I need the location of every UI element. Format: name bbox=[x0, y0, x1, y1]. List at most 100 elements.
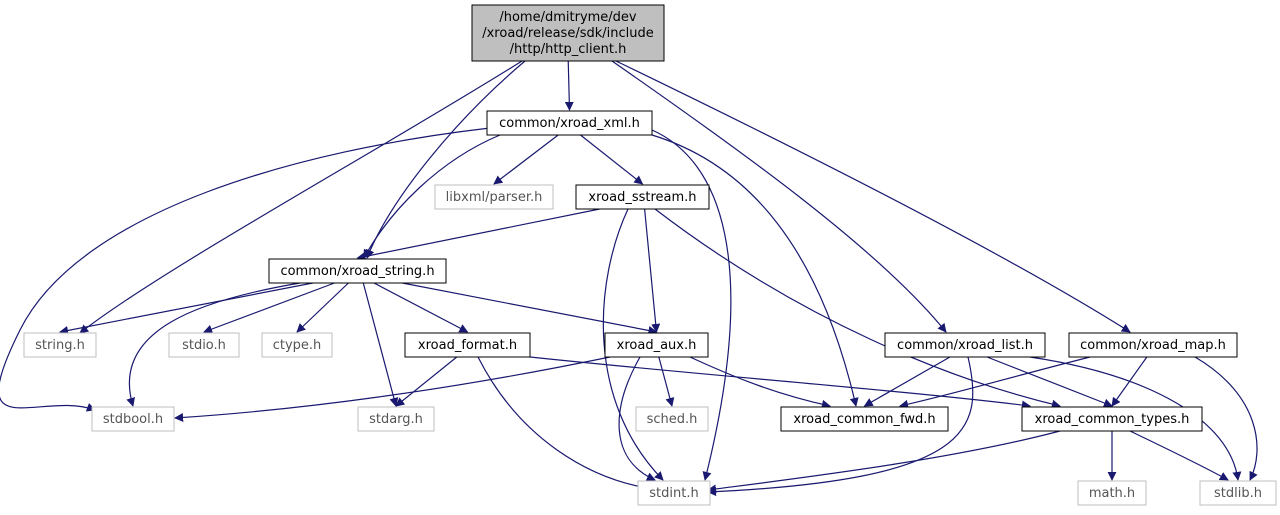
node-stdarg-h: stdarg.h bbox=[357, 406, 435, 432]
node-label: common/xroad_xml.h bbox=[499, 116, 640, 131]
node-label: stdint.h bbox=[649, 486, 698, 501]
edge-types-to-stdlib_h bbox=[1129, 430, 1229, 481]
node-types[interactable]: xroad_common_types.h bbox=[1021, 406, 1203, 432]
node-string-h: string.h bbox=[23, 332, 97, 358]
node-label: xroad_format.h bbox=[418, 338, 517, 353]
nodes-layer: /home/dmitryme/dev/xroad/release/sdk/inc… bbox=[23, 4, 1277, 506]
node-box bbox=[268, 258, 447, 284]
node-box bbox=[23, 332, 97, 358]
edge-sstream-to-xstring bbox=[356, 208, 600, 261]
edge-map-to-types bbox=[1111, 356, 1148, 407]
edge-list-to-stdint_h bbox=[707, 356, 974, 497]
node-fwd[interactable]: xroad_common_fwd.h bbox=[780, 406, 949, 432]
node-label: libxml/parser.h bbox=[446, 190, 543, 205]
node-stdbool-h: stdbool.h bbox=[91, 406, 175, 432]
edge-aux-to-fwd bbox=[689, 356, 831, 409]
node-list[interactable]: common/xroad_list.h bbox=[884, 332, 1046, 358]
edge-xml-to-xstring bbox=[363, 134, 501, 259]
edge-xstring-to-string_h bbox=[59, 282, 313, 335]
node-label: xroad_sstream.h bbox=[588, 190, 696, 205]
node-box bbox=[471, 4, 665, 62]
edge-root-to-list bbox=[611, 60, 947, 333]
node-xstring[interactable]: common/xroad_string.h bbox=[268, 258, 447, 284]
node-label: math.h bbox=[1089, 486, 1135, 501]
edge-types-to-stdint_h bbox=[707, 430, 1061, 494]
edge-xml-to-fwd bbox=[651, 134, 859, 407]
edge-list-to-types bbox=[986, 356, 1113, 408]
node-map[interactable]: common/xroad_map.h bbox=[1068, 332, 1238, 358]
edge-xml-to-stdint_h bbox=[651, 129, 732, 481]
node-ctype-h: ctype.h bbox=[261, 332, 333, 358]
edge-format-to-stdint_h bbox=[477, 356, 648, 492]
node-box bbox=[261, 332, 333, 358]
edge-xml-to-libxml bbox=[493, 134, 559, 185]
edge-xstring-to-ctype_h bbox=[296, 282, 349, 333]
node-box bbox=[884, 332, 1046, 358]
node-box bbox=[604, 332, 709, 358]
node-box bbox=[434, 184, 554, 210]
edge-xstring-to-stdarg_h bbox=[362, 282, 399, 407]
node-box bbox=[357, 406, 435, 432]
node-box bbox=[1068, 332, 1238, 358]
edge-xstring-to-aux bbox=[402, 282, 658, 335]
node-box bbox=[575, 184, 710, 210]
node-label: /xroad/release/sdk/include bbox=[482, 26, 654, 41]
node-xml[interactable]: common/xroad_xml.h bbox=[486, 110, 653, 136]
edge-root-to-xml bbox=[564, 60, 574, 111]
edge-format-to-types bbox=[529, 356, 1031, 410]
node-box bbox=[168, 332, 240, 358]
node-label: stdarg.h bbox=[369, 412, 423, 427]
edge-sstream-to-stdint_h bbox=[602, 208, 664, 481]
edge-aux-to-stdbool_h bbox=[174, 356, 611, 422]
node-label: /http/http_client.h bbox=[510, 42, 627, 57]
node-label: sched.h bbox=[647, 412, 698, 427]
edge-xstring-to-stdbool_h bbox=[126, 282, 301, 407]
node-aux[interactable]: xroad_aux.h bbox=[604, 332, 709, 358]
node-label: xroad_common_types.h bbox=[1035, 412, 1190, 427]
edge-aux-to-sched_h bbox=[658, 356, 675, 407]
node-libxml: libxml/parser.h bbox=[434, 184, 554, 210]
node-label: common/xroad_string.h bbox=[280, 264, 434, 279]
node-box bbox=[637, 480, 711, 506]
node-box bbox=[635, 406, 709, 432]
node-label: xroad_common_fwd.h bbox=[793, 412, 935, 427]
node-root: /home/dmitryme/dev/xroad/release/sdk/inc… bbox=[471, 4, 665, 62]
node-label: stdlib.h bbox=[1214, 486, 1262, 501]
edges-layer bbox=[0, 60, 1258, 497]
node-label: ctype.h bbox=[273, 338, 322, 353]
edge-sstream-to-aux bbox=[644, 208, 661, 333]
node-sstream[interactable]: xroad_sstream.h bbox=[575, 184, 710, 210]
node-label: string.h bbox=[35, 338, 85, 353]
node-box bbox=[91, 406, 175, 432]
node-stdlib-h: stdlib.h bbox=[1199, 480, 1277, 506]
node-box bbox=[1199, 480, 1277, 506]
node-stdint-h: stdint.h bbox=[637, 480, 711, 506]
node-math-h: math.h bbox=[1077, 480, 1147, 506]
node-label: stdbool.h bbox=[103, 412, 163, 427]
edge-map-to-fwd bbox=[899, 356, 1091, 409]
edge-root-to-string_h bbox=[79, 60, 523, 334]
node-label: stdio.h bbox=[182, 338, 226, 353]
node-sched-h: sched.h bbox=[635, 406, 709, 432]
edge-root-to-map bbox=[615, 60, 1131, 333]
edge-xstring-to-format bbox=[373, 282, 469, 333]
edge-format-to-stdarg_h bbox=[395, 356, 458, 407]
edge-list-to-fwd bbox=[863, 356, 951, 407]
node-format[interactable]: xroad_format.h bbox=[404, 332, 531, 358]
node-box bbox=[1077, 480, 1147, 506]
edge-xml-to-stdbool_h bbox=[0, 127, 491, 412]
edge-list-to-stdlib_h bbox=[1029, 356, 1242, 481]
node-box bbox=[1021, 406, 1203, 432]
edge-sstream-to-types bbox=[654, 208, 1061, 409]
node-label: /home/dmitryme/dev bbox=[499, 10, 637, 25]
node-label: common/xroad_list.h bbox=[897, 338, 1033, 353]
edge-xml-to-sstream bbox=[580, 134, 644, 185]
edge-map-to-stdlib_h bbox=[1194, 356, 1258, 481]
node-box bbox=[404, 332, 531, 358]
node-label: common/xroad_map.h bbox=[1080, 338, 1226, 353]
edge-aux-to-stdint_h bbox=[618, 356, 656, 481]
node-stdio-h: stdio.h bbox=[168, 332, 240, 358]
edge-xstring-to-stdio_h bbox=[203, 282, 335, 334]
node-box bbox=[486, 110, 653, 136]
